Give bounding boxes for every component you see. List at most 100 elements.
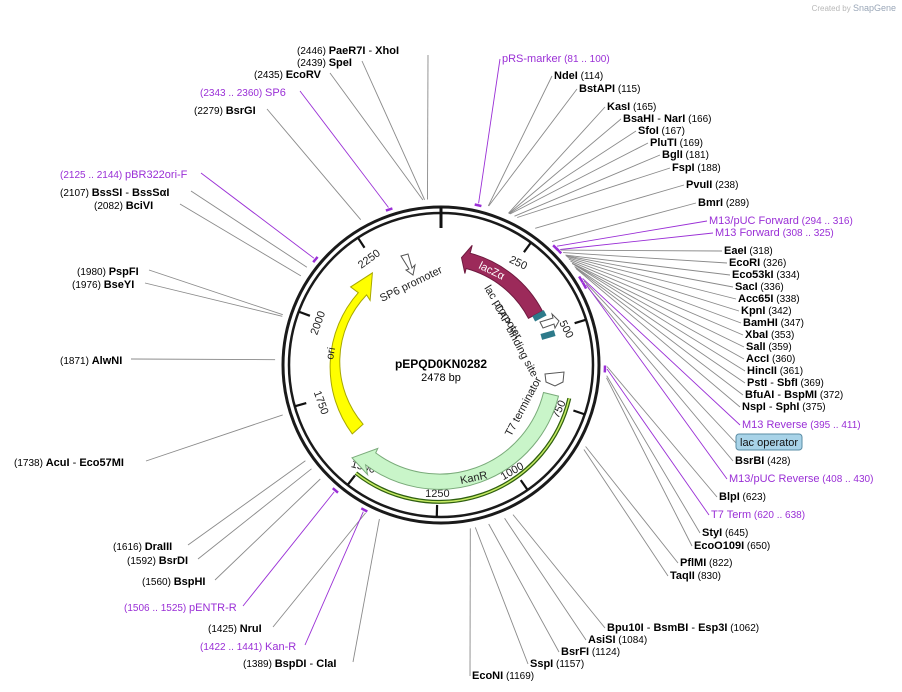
feature-label[interactable]: XbaI (353) — [745, 329, 794, 341]
enzyme-label: (1738) AcuI - Eco57MI — [14, 457, 124, 469]
feature-label[interactable]: EcoNI (1169) — [472, 670, 534, 682]
feature-label[interactable]: Eco53kI (334) — [732, 269, 800, 281]
feature-label[interactable]: BfuAI - BspMI (372) — [745, 389, 843, 401]
feature-label[interactable]: T7 Term (620 .. 638) — [711, 509, 805, 521]
enzyme-label: AccI (360) — [746, 353, 795, 365]
feature-label[interactable]: Bpu10I - BsmBI - Esp3I (1062) — [607, 622, 759, 634]
credit-brand: SnapGene — [852, 3, 896, 13]
leader-line — [551, 202, 697, 243]
enzyme-label: BamHI (347) — [743, 317, 804, 329]
feature-label[interactable]: Acc65I (338) — [738, 293, 800, 305]
feature-label[interactable]: BstAPI (115) — [579, 83, 640, 95]
feature-label[interactable]: (2343 .. 2360) SP6 — [200, 87, 286, 99]
lacza-feature-arrow — [460, 244, 544, 319]
ruler-tick — [574, 318, 587, 325]
feature-label[interactable]: KpnI (342) — [741, 305, 792, 317]
leader-line — [427, 54, 429, 200]
feature-label[interactable]: TaqII (830) — [670, 570, 721, 582]
feature-label[interactable]: BmrI (289) — [698, 197, 749, 209]
leader-line — [568, 258, 742, 324]
feature-label[interactable]: FspI (188) — [672, 162, 721, 174]
feature-label[interactable]: StyI (645) — [702, 527, 748, 539]
enzyme-label: KpnI (342) — [741, 305, 792, 317]
leader-line — [190, 190, 308, 268]
primer-mark — [385, 207, 393, 212]
feature-label[interactable]: BlpI (623) — [719, 491, 766, 503]
primer-label: M13/pUC Forward (294 .. 316) — [709, 215, 853, 227]
feature-label[interactable]: BsrFI (1124) — [561, 646, 620, 658]
feature-label[interactable]: (1616) DraIII — [113, 541, 172, 553]
enzyme-label: FspI (188) — [672, 162, 721, 174]
feature-label[interactable]: (2439) SpeI — [297, 57, 352, 69]
primer-mark — [581, 281, 588, 290]
leader-line — [352, 519, 380, 663]
feature-label[interactable]: PvuII (238) — [686, 179, 738, 191]
feature-label[interactable]: (1980) PspFI — [77, 266, 139, 278]
feature-label[interactable]: PluTI (169) — [650, 137, 703, 149]
feature-label[interactable]: (1425) NruI — [208, 623, 262, 635]
feature-label[interactable]: pRS-marker (81 .. 100) — [502, 53, 610, 65]
leader-line — [535, 184, 685, 229]
kanr-highlight-arc-inner — [355, 398, 571, 503]
enzyme-label: PluTI (169) — [650, 137, 703, 149]
enzyme-label: (1616) DraIII — [113, 541, 172, 553]
feature-label[interactable]: (1389) BspDI - ClaI — [243, 658, 336, 670]
feature-label[interactable]: AsiSI (1084) — [588, 634, 647, 646]
ruler-tick-label: 1250 — [425, 488, 449, 500]
feature-label[interactable]: M13/pUC Reverse (408 .. 430) — [729, 473, 873, 485]
feature-label[interactable]: PstI - SbfI (369) — [747, 377, 824, 389]
enzyme-label: SalI (359) — [746, 341, 792, 353]
feature-label[interactable]: SalI (359) — [746, 341, 792, 353]
feature-label[interactable]: M13 Forward (308 .. 325) — [715, 227, 834, 239]
feature-label[interactable]: (2435) EcoRV — [254, 69, 322, 81]
feature-label[interactable]: (2279) BsrGI — [194, 105, 256, 117]
feature-label[interactable]: BamHI (347) — [743, 317, 804, 329]
feature-label[interactable]: NspI - SphI (375) — [742, 401, 826, 413]
enzyme-label: (2439) SpeI — [297, 57, 352, 69]
kanr-label: KanR — [459, 469, 488, 486]
feature-label[interactable]: (2107) BssSI - BssSαI — [60, 187, 169, 199]
feature-label[interactable]: (1871) AlwNI — [60, 355, 122, 367]
leader-line — [582, 278, 741, 426]
enzyme-label: KasI (165) — [607, 101, 656, 113]
feature-label[interactable]: EaeI (318) — [724, 245, 773, 257]
feature-label[interactable]: BsrBI (428) — [735, 455, 790, 467]
feature-label[interactable]: (1592) BsrDI — [127, 555, 188, 567]
ruler-tick — [523, 241, 532, 253]
label-leader-lines — [130, 54, 746, 677]
feature-label[interactable]: SacI (336) — [735, 281, 784, 293]
feature-label[interactable]: HincII (361) — [747, 365, 803, 377]
enzyme-label: AsiSI (1084) — [588, 634, 647, 646]
feature-label[interactable]: (2082) BciVI — [94, 200, 153, 212]
feature-label[interactable]: (2125 .. 2144) pBR322ori-F — [60, 169, 188, 181]
feature-label[interactable]: M13 Reverse (395 .. 411) — [742, 419, 861, 431]
feature-label[interactable]: lac operator — [735, 433, 803, 451]
feature-label[interactable]: M13/pUC Forward (294 .. 316) — [709, 215, 853, 227]
feature-label[interactable]: SspI (1157) — [530, 658, 584, 670]
feature-label[interactable]: (1506 .. 1525) pENTR-R — [124, 602, 237, 614]
feature-label[interactable]: (1976) BseYI — [72, 279, 134, 291]
feature-label[interactable]: (2446) PaeR7I - XhoI — [297, 45, 399, 57]
feature-label[interactable]: (1422 .. 1441) Kan-R — [200, 641, 296, 653]
leader-line — [574, 266, 746, 384]
sp6-promoter-arrow — [400, 253, 416, 276]
feature-label[interactable]: EcoRI (326) — [729, 257, 786, 269]
enzyme-label: Eco53kI (334) — [732, 269, 800, 281]
feature-label[interactable]: BglI (181) — [662, 149, 709, 161]
leader-line — [514, 154, 661, 217]
feature-label[interactable]: (1738) AcuI - Eco57MI — [14, 457, 124, 469]
feature-label[interactable]: EcoO109I (650) — [694, 540, 770, 552]
enzyme-label: (1976) BseYI — [72, 279, 134, 291]
enzyme-label: (2082) BciVI — [94, 200, 153, 212]
leader-line — [242, 491, 335, 607]
feature-label[interactable]: BsaHI - NarI (166) — [623, 113, 712, 125]
ori-label: ori — [324, 346, 338, 360]
feature-label[interactable]: KasI (165) — [607, 101, 656, 113]
feature-label[interactable]: AccI (360) — [746, 353, 795, 365]
feature-label[interactable]: NdeI (114) — [554, 70, 603, 82]
leader-line — [572, 263, 746, 372]
enzyme-label: PvuII (238) — [686, 179, 738, 191]
feature-label[interactable]: PflMI (822) — [680, 557, 732, 569]
feature-label[interactable]: (1560) BspHI — [142, 576, 205, 588]
feature-label[interactable]: SfoI (167) — [638, 125, 685, 137]
